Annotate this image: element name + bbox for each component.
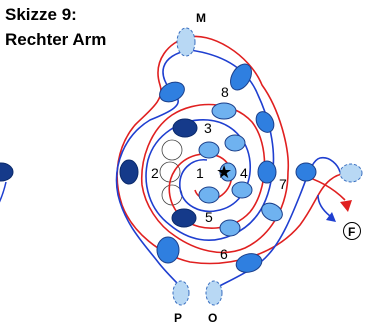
marker <box>156 236 180 264</box>
point-label-f: F <box>348 225 355 239</box>
marker <box>224 134 246 152</box>
position-label-7: 7 <box>279 176 287 192</box>
blue-arrowhead <box>326 212 336 222</box>
blue-path <box>145 49 275 241</box>
sketch-title-line1: Skizze 9: <box>5 5 77 24</box>
marker <box>211 102 237 120</box>
position-label-2: 2 <box>151 165 159 181</box>
marker <box>261 202 283 222</box>
marker <box>219 162 237 182</box>
marker <box>295 162 317 182</box>
marker <box>257 160 277 184</box>
marker-m <box>176 27 196 57</box>
position-label-8: 8 <box>221 84 229 100</box>
point-label-m: M <box>196 11 206 25</box>
point-label-p: P <box>174 311 182 325</box>
marker-dark <box>119 159 139 185</box>
finish-circle <box>343 222 361 240</box>
position-label-3: 3 <box>204 120 212 136</box>
point-label-o: O <box>208 311 217 325</box>
marker <box>198 141 220 159</box>
position-label-5: 5 <box>205 209 213 225</box>
red-path <box>140 35 290 254</box>
marker <box>198 186 220 204</box>
edge-marker <box>0 162 14 182</box>
position-label-4: 4 <box>240 165 248 181</box>
marker-dark <box>171 208 197 228</box>
marker <box>230 63 252 91</box>
red-arrowhead <box>340 200 352 212</box>
markers <box>119 27 363 306</box>
marker <box>231 181 253 199</box>
marker <box>235 253 263 273</box>
faint-circle <box>161 139 183 161</box>
marker <box>219 219 241 237</box>
star-icon: ★ <box>216 162 232 183</box>
sketch-title-line2: Rechter Arm <box>5 30 106 49</box>
blue-path-exit <box>317 194 331 217</box>
marker <box>255 111 275 133</box>
position-label-6: 6 <box>220 246 228 262</box>
edge-path <box>0 181 7 203</box>
position-label-1: 1 <box>196 165 204 181</box>
marker-dark <box>172 118 198 138</box>
marker-dashed <box>339 163 363 183</box>
marker-p <box>172 280 190 306</box>
marker-o <box>205 280 223 306</box>
marker <box>159 81 185 103</box>
